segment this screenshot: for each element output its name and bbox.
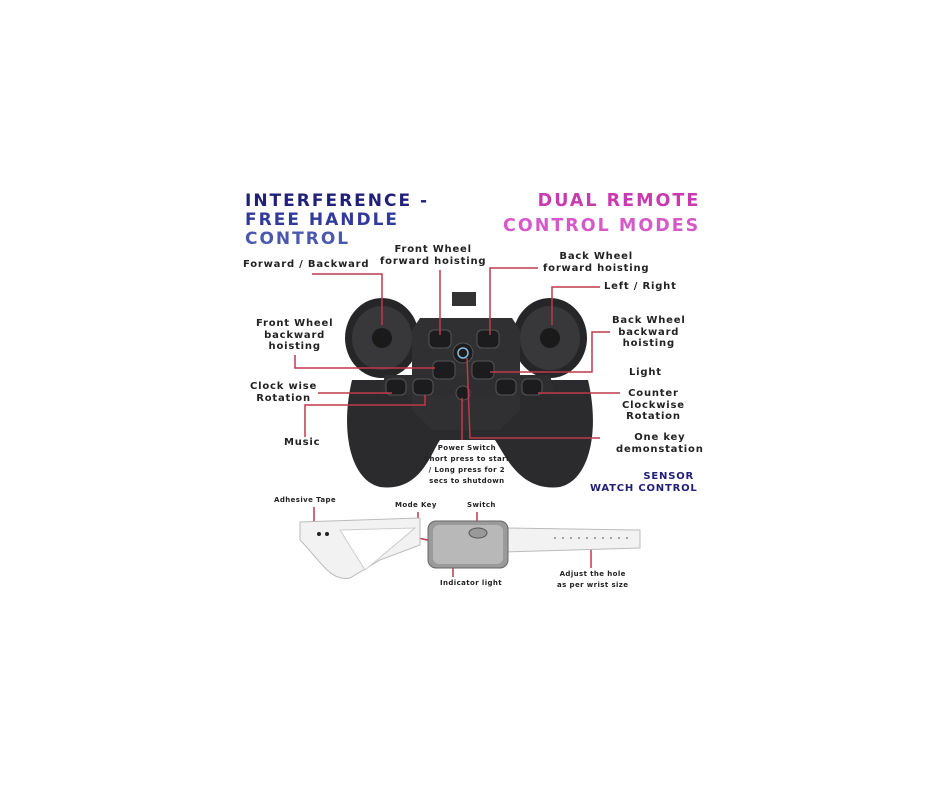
sensor-watch [299,517,641,579]
label-line: Counter [628,388,679,399]
sensor-title-line: WATCH CONTROL [590,482,698,494]
headline-left: INTERFERENCE - FREE HANDLE CONTROL [245,192,429,249]
headline-right: DUAL REMOTE CONTROL MODES [503,191,701,236]
label-line: Power Switch [437,444,496,452]
label-back-wheel-forward: Back Wheel forward hoisting [543,251,649,274]
label-line: backward [264,329,326,341]
label-left-right: Left / Right [604,281,677,292]
sensor-watch-title: SENSOR WATCH CONTROL [590,471,698,494]
label-line: Rotation [626,411,681,422]
headline-left-line2: FREE HANDLE [245,210,400,230]
label-light: Light [629,367,662,378]
label-indicator-light: Indicator light [440,579,503,587]
headline-left-line3: CONTROL [245,229,351,249]
label-line: Back Wheel [559,251,633,262]
label-back-wheel-backward: Back Wheel backward hoisting [612,315,686,350]
label-line: demonstation [616,443,704,455]
label-line: One key [634,432,686,443]
label-line: as per wrist size [557,581,629,589]
headline-left-line1: INTERFERENCE - [245,191,430,211]
label-line: hoisting [268,341,321,352]
headline-right-line2: CONTROL MODES [503,216,701,236]
label-line: hoisting [622,338,675,349]
label-music: Music [284,437,321,448]
label-line: forward hoisting [380,255,487,267]
label-one-key-demo: One key demonstation [616,432,704,455]
label-line: Front Wheel [394,244,472,255]
label-front-wheel-forward: Front Wheel forward hoisting [380,244,486,267]
label-line: Clock wise [250,381,318,392]
remote-controller [345,292,593,488]
label-counter-clockwise: Counter Clockwise Rotation [622,388,685,423]
label-line: Adjust the hole [559,570,626,578]
label-line: forward hoisting [543,262,650,274]
label-switch: Switch [467,501,496,509]
label-mode-key: Mode Key [395,501,437,509]
sensor-title-line: SENSOR [643,471,694,482]
label-adhesive-tape: Adhesive Tape [274,496,337,504]
label-line: backward [618,326,680,338]
label-line: Clockwise [622,399,685,411]
label-line: secs to shutdown [429,477,505,485]
label-line: Short press to start [424,455,510,463]
label-line: Front Wheel [256,318,334,329]
label-line: Rotation [256,392,311,404]
label-line: Back Wheel [612,315,686,326]
label-adjust-hole: Adjust the hole as per wrist size [557,569,628,591]
headline-right-line1: DUAL REMOTE [537,191,701,211]
label-line: / Long press for 2 [428,466,506,474]
label-forward-backward: Forward / Backward [243,259,370,270]
label-clockwise: Clock wise Rotation [250,381,317,404]
label-power-switch: Power Switch Short press to start / Long… [424,443,510,487]
label-front-wheel-backward: Front Wheel backward hoisting [256,318,333,353]
